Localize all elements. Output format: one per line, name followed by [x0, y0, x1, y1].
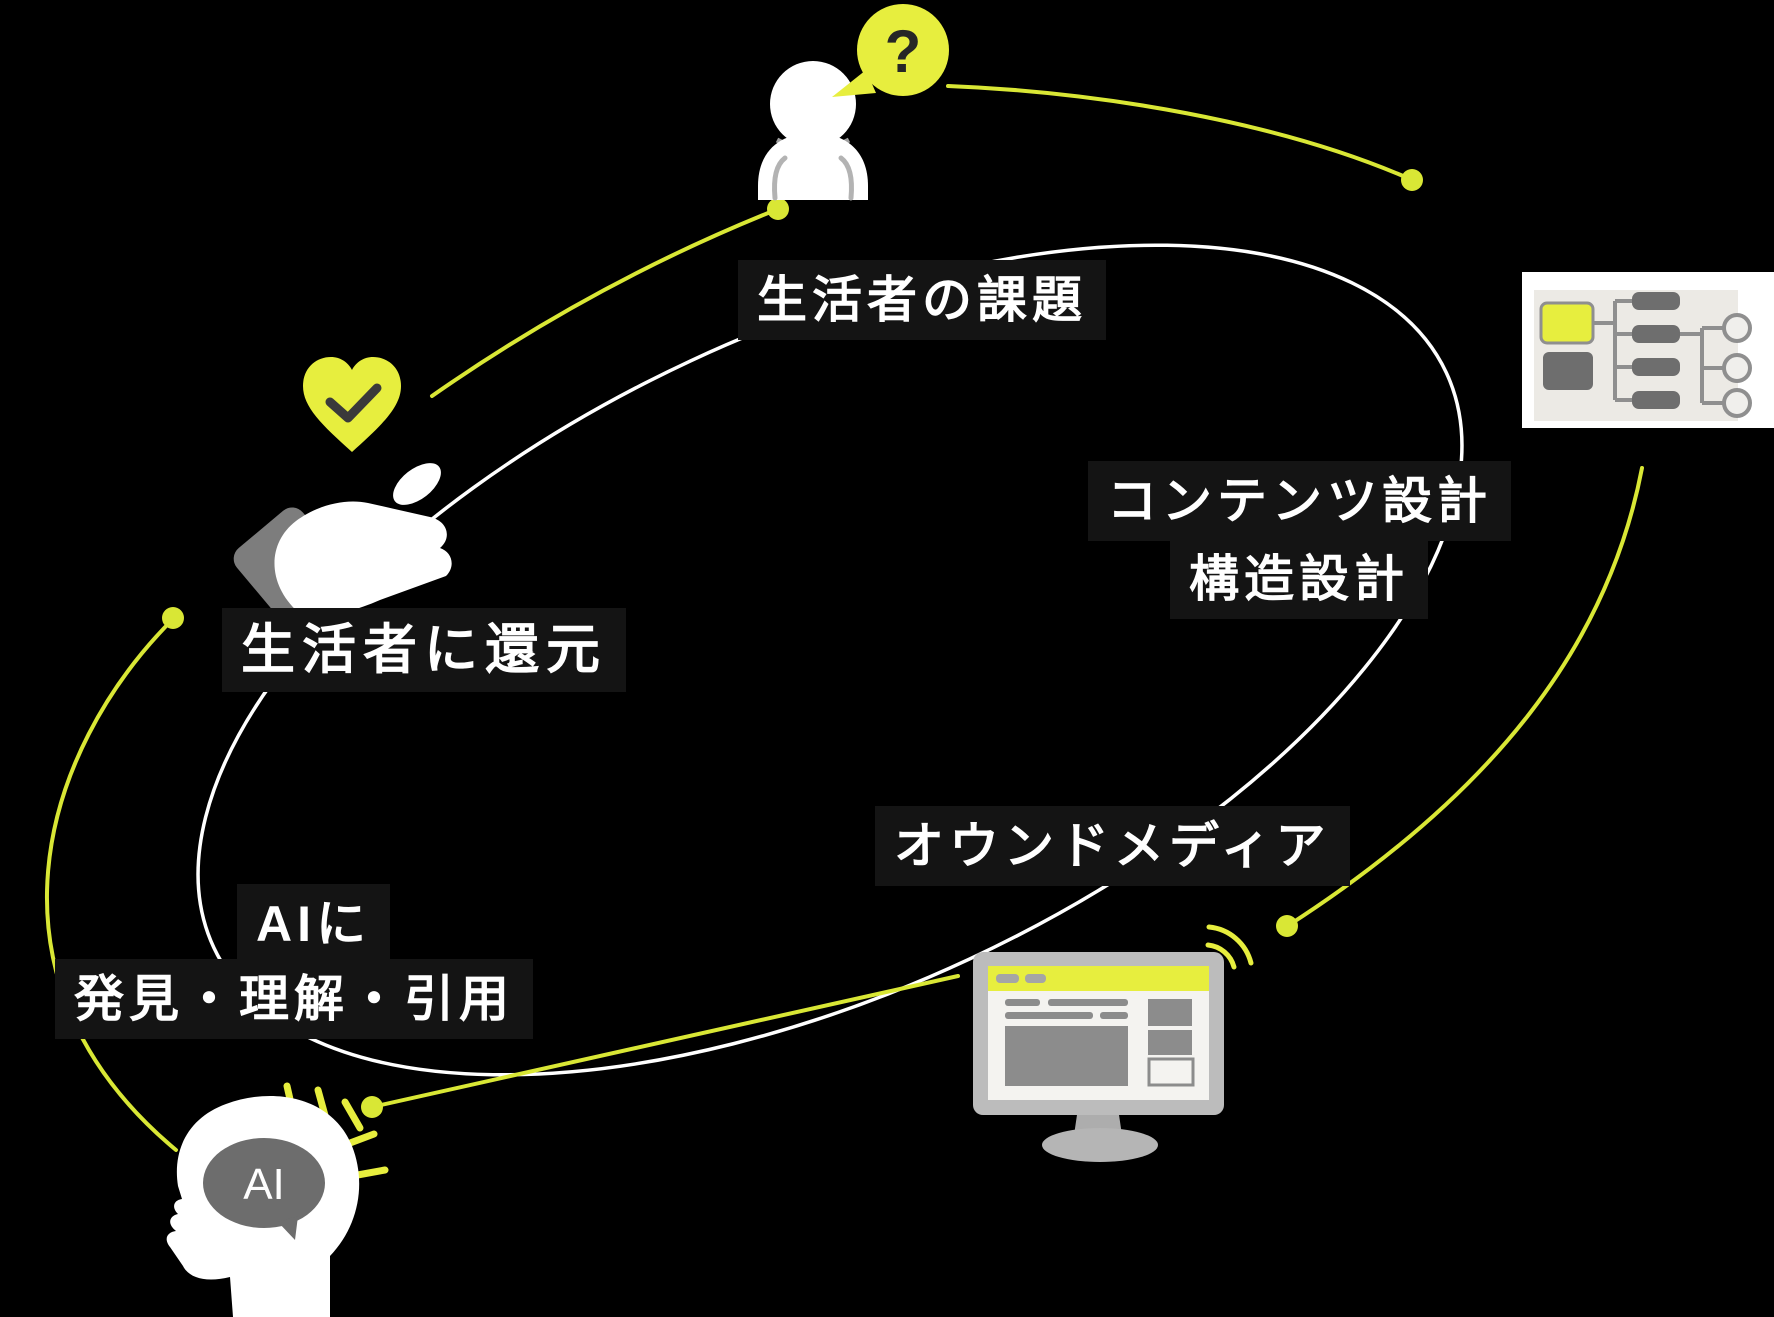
sitemap-gray-node [1543, 352, 1593, 390]
hand-thumb [393, 463, 441, 505]
webpage-outlined-block [1147, 1057, 1195, 1087]
person-head [770, 61, 856, 147]
arc-dot [1401, 169, 1423, 191]
yellow-arc-left-segment [45, 617, 178, 1152]
label-return-to-consumers: 生活者に還元 [222, 608, 626, 693]
cycle-arc-white [196, 243, 1464, 1077]
brain-bubble [203, 1138, 325, 1228]
question-mark: ? [885, 18, 922, 85]
label-content-design: コンテンツ設計 [1088, 461, 1511, 541]
signal-waves-icon [1205, 924, 1254, 970]
arc-dot [361, 1096, 383, 1118]
monitor-website-icon [973, 924, 1254, 1162]
check-icon [325, 383, 382, 423]
label-consumer-problems: 生活者の課題 [738, 260, 1106, 340]
sitemap-connectors [1593, 299, 1724, 405]
person-arm-line [772, 155, 788, 201]
sitemap-structure-icon [1522, 272, 1774, 428]
titlebar-pill [1025, 974, 1046, 983]
webpage-content [1005, 999, 1192, 1086]
label-ai-actions: 発見・理解・引用 [55, 959, 533, 1039]
yellow-arc-right-segment [1287, 466, 1644, 927]
label-ai-to: AIに [237, 884, 390, 964]
cycle-arc-endpoints [162, 169, 1423, 1118]
heart [303, 357, 401, 452]
brain-bubble-tail [278, 1216, 298, 1240]
sitemap-leaf-circles [1722, 313, 1752, 418]
sitemap-root-node [1539, 301, 1595, 345]
arc-dot [767, 198, 789, 220]
label-structure-design: 構造設計 [1170, 539, 1428, 619]
speech-bubble-tail [832, 70, 876, 97]
ai-head-icon: AI [166, 1082, 389, 1317]
browser-titlebar [988, 966, 1209, 991]
speech-bubble [857, 4, 949, 96]
person-with-question-icon: ? [758, 4, 949, 201]
yellow-arc-top-segment [946, 84, 1412, 181]
person-body [758, 133, 868, 200]
sitemap-page-bars [1632, 292, 1680, 409]
monitor-base [1042, 1128, 1158, 1162]
titlebar-pill [996, 974, 1019, 983]
brain-ai-label: AI [243, 1160, 285, 1209]
person-arm-line [838, 155, 854, 201]
arc-dot [162, 607, 184, 629]
hand-with-heart-icon [233, 357, 452, 633]
arc-dot [1276, 915, 1298, 937]
yellow-arc-return-segment [430, 207, 780, 398]
yellow-arc-bottom-segment [370, 974, 960, 1109]
hand-palm [274, 501, 452, 616]
label-owned-media: オウンドメディア [875, 806, 1350, 886]
cycle-arcs-yellow [45, 84, 1644, 1152]
